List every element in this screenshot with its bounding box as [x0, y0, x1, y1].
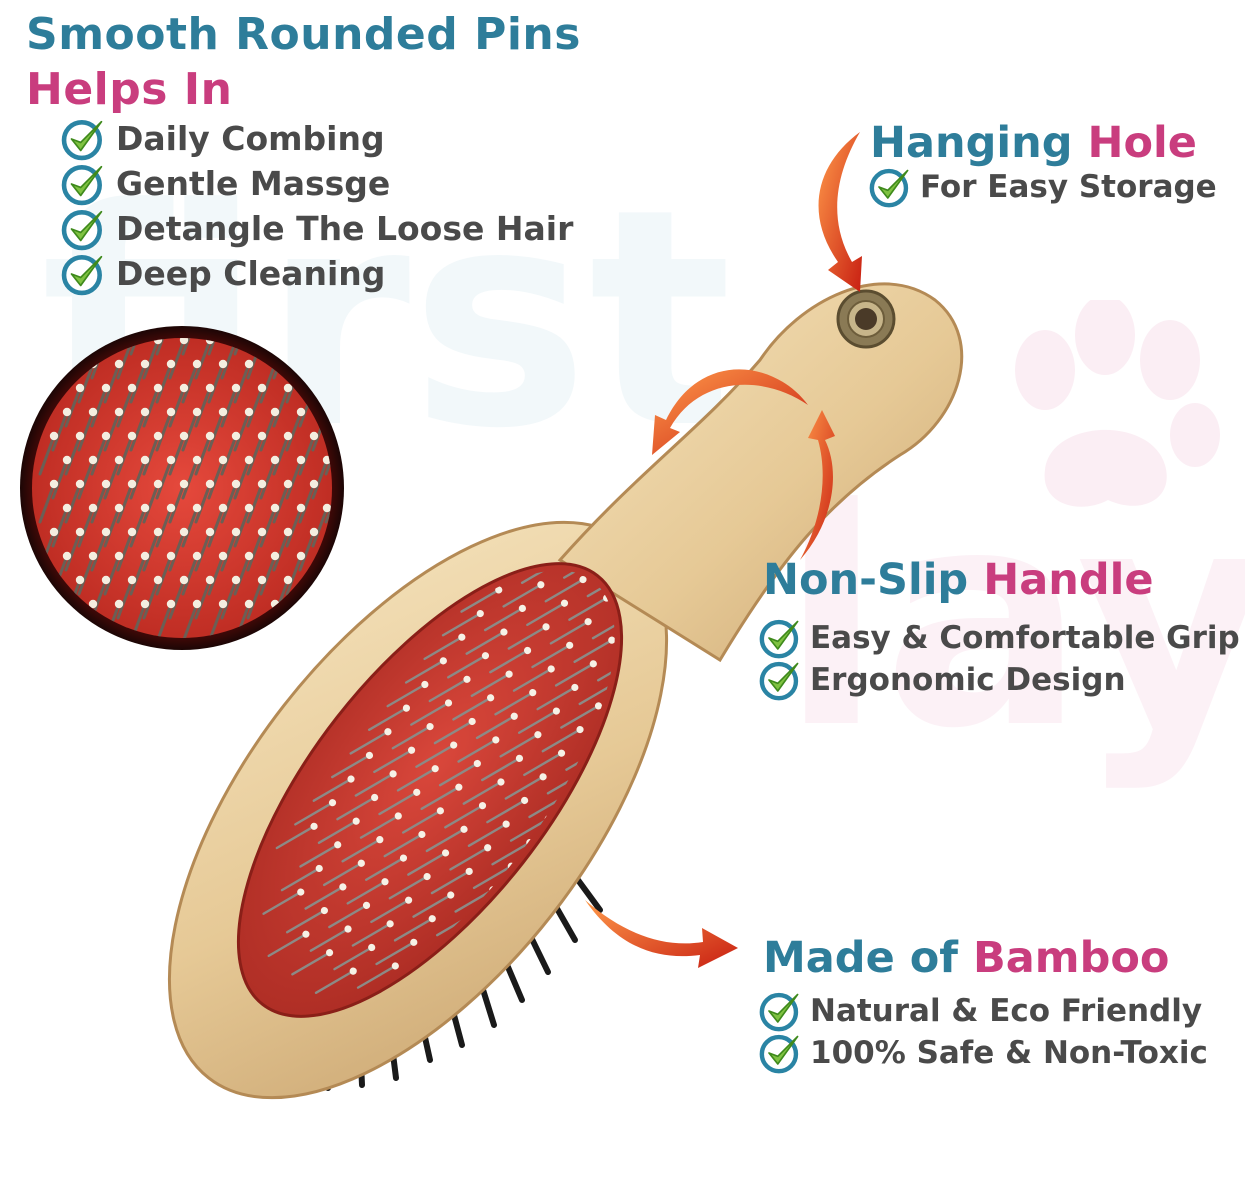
handle-heading: Non-Slip Handle — [763, 559, 1154, 602]
list-item: Gentle Massge — [60, 161, 573, 206]
watermark-text-2: lay — [780, 445, 1245, 794]
check-icon — [758, 658, 802, 702]
list-item: For Easy Storage — [868, 166, 1217, 208]
list-item: Easy & Comfortable Grip — [758, 617, 1240, 659]
check-icon — [758, 616, 802, 660]
pins-benefits-list: Daily Combing Gentle Massge Detangle The… — [60, 116, 573, 296]
material-list: Natural & Eco Friendly 100% Safe & Non-T… — [758, 990, 1208, 1074]
pointer-arrows — [585, 132, 862, 968]
list-item: Deep Cleaning — [60, 251, 573, 296]
check-icon — [60, 116, 106, 162]
pins-heading: Smooth Rounded Pins — [26, 9, 581, 60]
hanging-hole-heading: Hanging Hole — [870, 122, 1197, 165]
list-item: 100% Safe & Non-Toxic — [758, 1032, 1208, 1074]
check-icon — [758, 989, 802, 1033]
material-title-2: Bamboo — [972, 933, 1170, 983]
check-icon — [60, 161, 106, 207]
helps-in-subheading: Helps In — [26, 64, 233, 115]
list-item: Daily Combing — [60, 116, 573, 161]
hanging-hole-title-1: Hanging — [870, 118, 1073, 168]
hanging-hole-list: For Easy Storage — [868, 166, 1217, 208]
material-title-1: Made of — [763, 933, 958, 983]
check-icon — [868, 165, 912, 209]
hanging-hole-title-2: Hole — [1087, 118, 1197, 168]
list-item: Detangle The Loose Hair — [60, 206, 573, 251]
handle-list: Easy & Comfortable Grip Ergonomic Design — [758, 617, 1240, 701]
check-icon — [60, 206, 106, 252]
handle-title-2: Handle — [983, 555, 1154, 605]
paw-print-icon — [1015, 300, 1220, 507]
brush-body — [167, 282, 964, 1100]
material-heading: Made of Bamboo — [763, 937, 1169, 980]
handle-title-1: Non-Slip — [763, 555, 969, 605]
check-icon — [758, 1031, 802, 1075]
list-item: Ergonomic Design — [758, 659, 1240, 701]
pin-closeup-circle — [20, 326, 344, 650]
check-icon — [60, 251, 106, 297]
list-item: Natural & Eco Friendly — [758, 990, 1208, 1032]
